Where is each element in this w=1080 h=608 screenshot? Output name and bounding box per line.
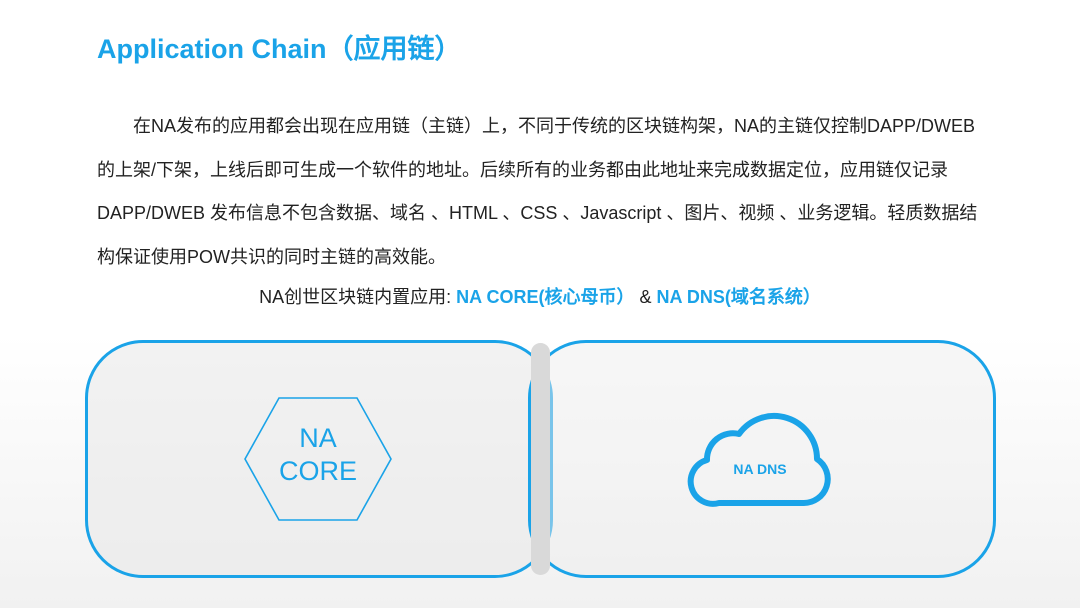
na-core-label-line2: CORE bbox=[278, 456, 357, 486]
na-core-label-line1: NA bbox=[299, 423, 337, 453]
hexagon-icon bbox=[244, 397, 392, 521]
na-dns-badge: NA DNS bbox=[687, 404, 833, 510]
builtin-apps-prefix: NA创世区块链内置应用: bbox=[259, 287, 457, 307]
na-core-badge: NA CORE bbox=[243, 396, 393, 522]
cloud-icon bbox=[687, 413, 831, 507]
slide-title: Application Chain（应用链） bbox=[97, 34, 462, 64]
builtin-apps-line: NA创世区块链内置应用: NA CORE(核心母币） & NA DNS(域名系统… bbox=[0, 283, 1080, 309]
na-core-label: NA CORE bbox=[243, 422, 393, 488]
builtin-app-core: NA CORE(核心母币） bbox=[456, 287, 635, 307]
builtin-app-dns: NA DNS(域名系统） bbox=[656, 287, 821, 307]
panel-overlap bbox=[531, 343, 550, 575]
na-dns-label: NA DNS bbox=[733, 461, 787, 477]
description-paragraph: 在NA发布的应用都会出现在应用链（主链）上，不同于传统的区块链构架，NA的主链仅… bbox=[97, 116, 978, 267]
na-core-panel bbox=[85, 340, 553, 578]
na-dns-panel bbox=[528, 340, 996, 578]
builtin-apps-separator: & bbox=[634, 287, 657, 307]
